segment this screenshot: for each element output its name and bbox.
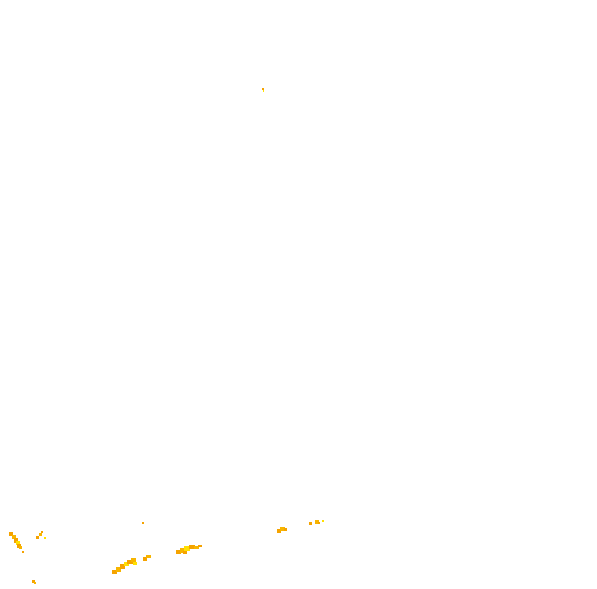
patch-center-a xyxy=(112,555,151,574)
patch-center-speck xyxy=(142,522,144,524)
patch-pixel xyxy=(124,562,129,566)
patch-pixel xyxy=(19,546,22,549)
patch-left-c xyxy=(32,580,36,584)
patch-pixel xyxy=(176,550,181,554)
patch-pixel xyxy=(12,535,16,539)
patch-center-b xyxy=(176,545,202,554)
patch-pixel xyxy=(131,558,136,562)
patch-pixel xyxy=(318,522,320,524)
patch-pixel xyxy=(116,567,121,572)
patch-top xyxy=(262,88,264,92)
patch-pixel xyxy=(41,531,43,533)
patch-pixel xyxy=(198,545,202,547)
patch-pixel xyxy=(32,580,35,583)
patch-pixel xyxy=(180,548,185,553)
patch-pixel xyxy=(143,557,147,561)
patch-pixel xyxy=(184,546,190,551)
patch-pixel xyxy=(322,520,324,522)
patch-pixel xyxy=(39,533,42,536)
patch-pixel xyxy=(36,536,39,539)
patch-pixel xyxy=(34,582,36,584)
patch-pixel xyxy=(263,90,264,92)
patch-left-b xyxy=(36,531,46,539)
patch-pixel xyxy=(189,545,195,549)
patch-pixel xyxy=(183,551,187,554)
patch-pixel xyxy=(44,537,46,539)
patch-pixel xyxy=(9,532,13,536)
patch-pixel xyxy=(315,520,319,524)
patch-pixel xyxy=(133,562,137,565)
patch-pixel xyxy=(309,522,312,525)
patch-pixel xyxy=(284,528,287,531)
patch-pixel xyxy=(16,541,20,545)
patch-left-a xyxy=(9,532,24,553)
patch-pixel xyxy=(262,88,264,90)
patch-pixel xyxy=(277,529,281,533)
patch-pixel xyxy=(22,551,24,553)
patch-right-b xyxy=(309,520,324,525)
patch-pixel xyxy=(120,564,125,569)
patch-pixel xyxy=(112,570,117,574)
patch-pixel xyxy=(14,538,18,543)
patch-pixel xyxy=(146,555,151,558)
patch-right-a xyxy=(277,527,287,533)
patch-pixel xyxy=(280,527,285,531)
patch-pixel xyxy=(194,546,199,549)
patch-pixel xyxy=(142,522,144,524)
patch-pixel xyxy=(127,560,133,564)
